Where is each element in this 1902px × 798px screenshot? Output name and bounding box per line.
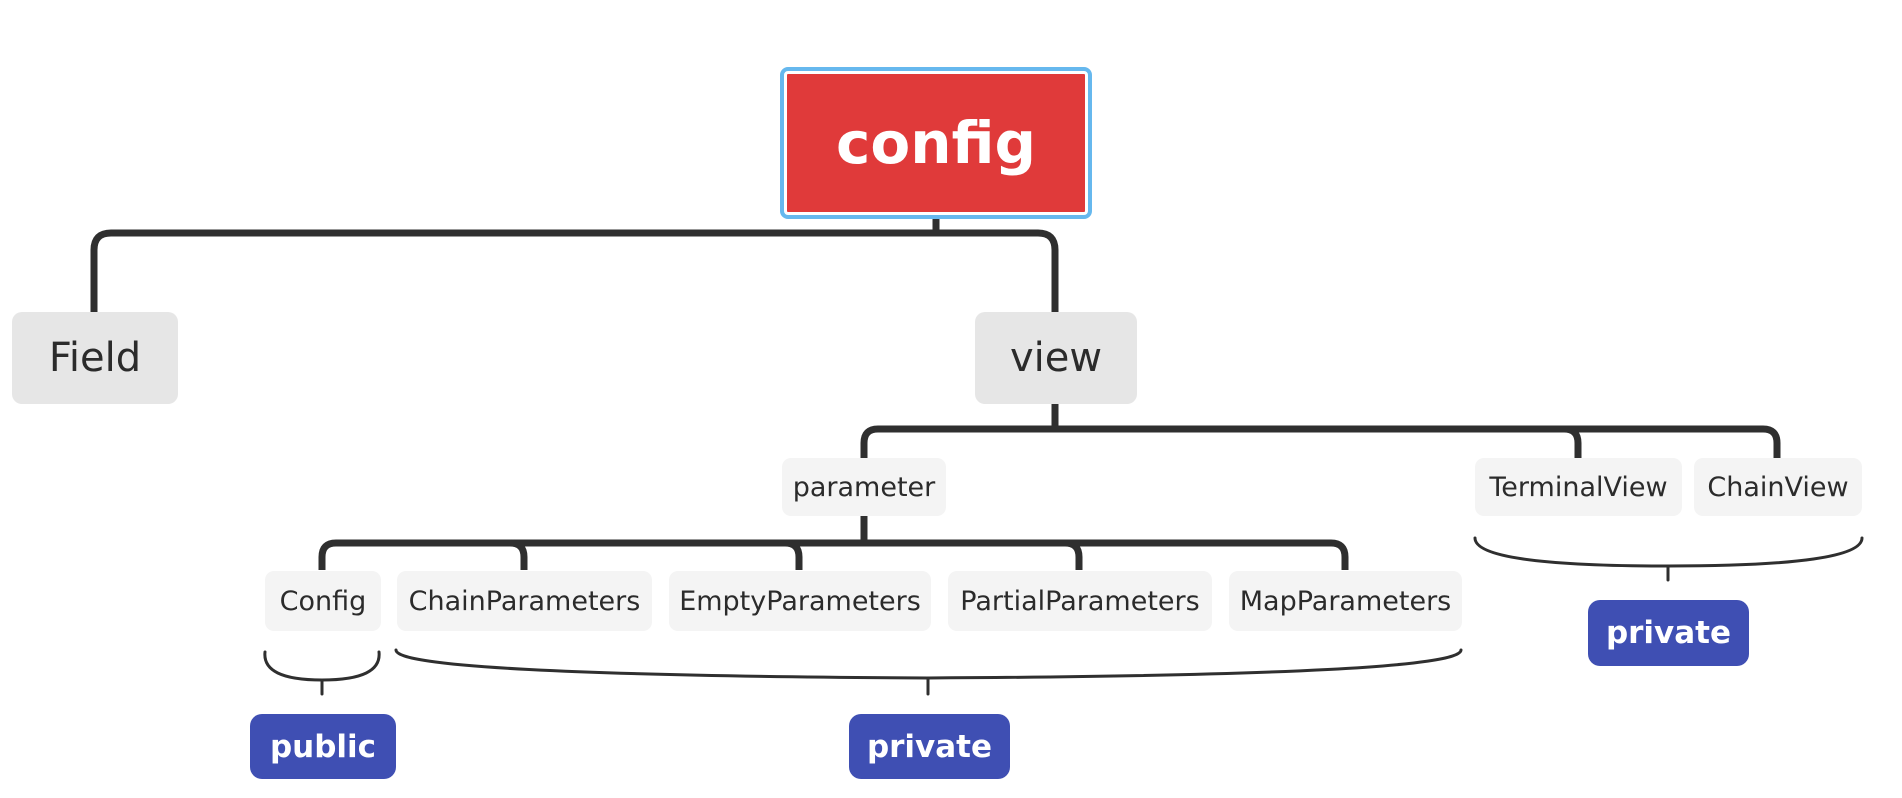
connector-view-parameter xyxy=(860,403,1059,458)
connector-config-view xyxy=(936,229,1059,312)
summary-private-label: private xyxy=(866,728,993,765)
node-emptyparameters-label: EmptyParameters xyxy=(679,585,921,617)
root-label: config xyxy=(835,109,1037,177)
node-parameter-label: parameter xyxy=(792,471,936,503)
brace-views xyxy=(1473,536,1864,568)
node-config[interactable]: Config xyxy=(265,571,381,631)
node-mapparameters[interactable]: MapParameters xyxy=(1229,571,1462,631)
connector-parameter-partialparameters xyxy=(864,539,1083,570)
node-parameter[interactable]: parameter xyxy=(782,458,946,516)
node-mapparameters-label: MapParameters xyxy=(1239,585,1452,617)
node-terminalview[interactable]: TerminalView xyxy=(1475,458,1682,516)
connector-parameter-chainparameters xyxy=(509,539,528,570)
node-config-label: Config xyxy=(279,585,367,617)
summary-private-views-tag[interactable]: private xyxy=(1588,600,1749,666)
brace-parameters xyxy=(394,648,1463,680)
node-view[interactable]: view xyxy=(975,312,1137,404)
root-node[interactable]: config xyxy=(780,67,1092,219)
node-terminalview-label: TerminalView xyxy=(1489,471,1668,503)
summary-public-label: public xyxy=(269,728,377,765)
node-partialparameters[interactable]: PartialParameters xyxy=(948,571,1212,631)
connector-parameter-config xyxy=(318,516,868,570)
connector-config-field xyxy=(90,210,940,312)
connector-parameter-mapparameters xyxy=(1065,539,1349,570)
node-chainparameters-label: ChainParameters xyxy=(408,585,641,617)
connector-view-terminalview xyxy=(1055,425,1582,458)
node-view-label: view xyxy=(1009,335,1103,381)
connector-view-chainview xyxy=(1564,425,1781,458)
node-chainparameters[interactable]: ChainParameters xyxy=(397,571,652,631)
node-chainview-label: ChainView xyxy=(1707,471,1849,503)
node-emptyparameters[interactable]: EmptyParameters xyxy=(669,571,931,631)
brace-config xyxy=(263,650,381,682)
node-field[interactable]: Field xyxy=(12,312,178,404)
node-partialparameters-label: PartialParameters xyxy=(960,585,1200,617)
connector-parameter-emptyparameters xyxy=(784,539,803,570)
node-field-label: Field xyxy=(48,335,142,381)
summary-private-views-label: private xyxy=(1605,615,1732,651)
summary-public-tag[interactable]: public xyxy=(250,714,396,779)
summary-private-tag[interactable]: private xyxy=(849,714,1010,779)
node-chainview[interactable]: ChainView xyxy=(1694,458,1862,516)
